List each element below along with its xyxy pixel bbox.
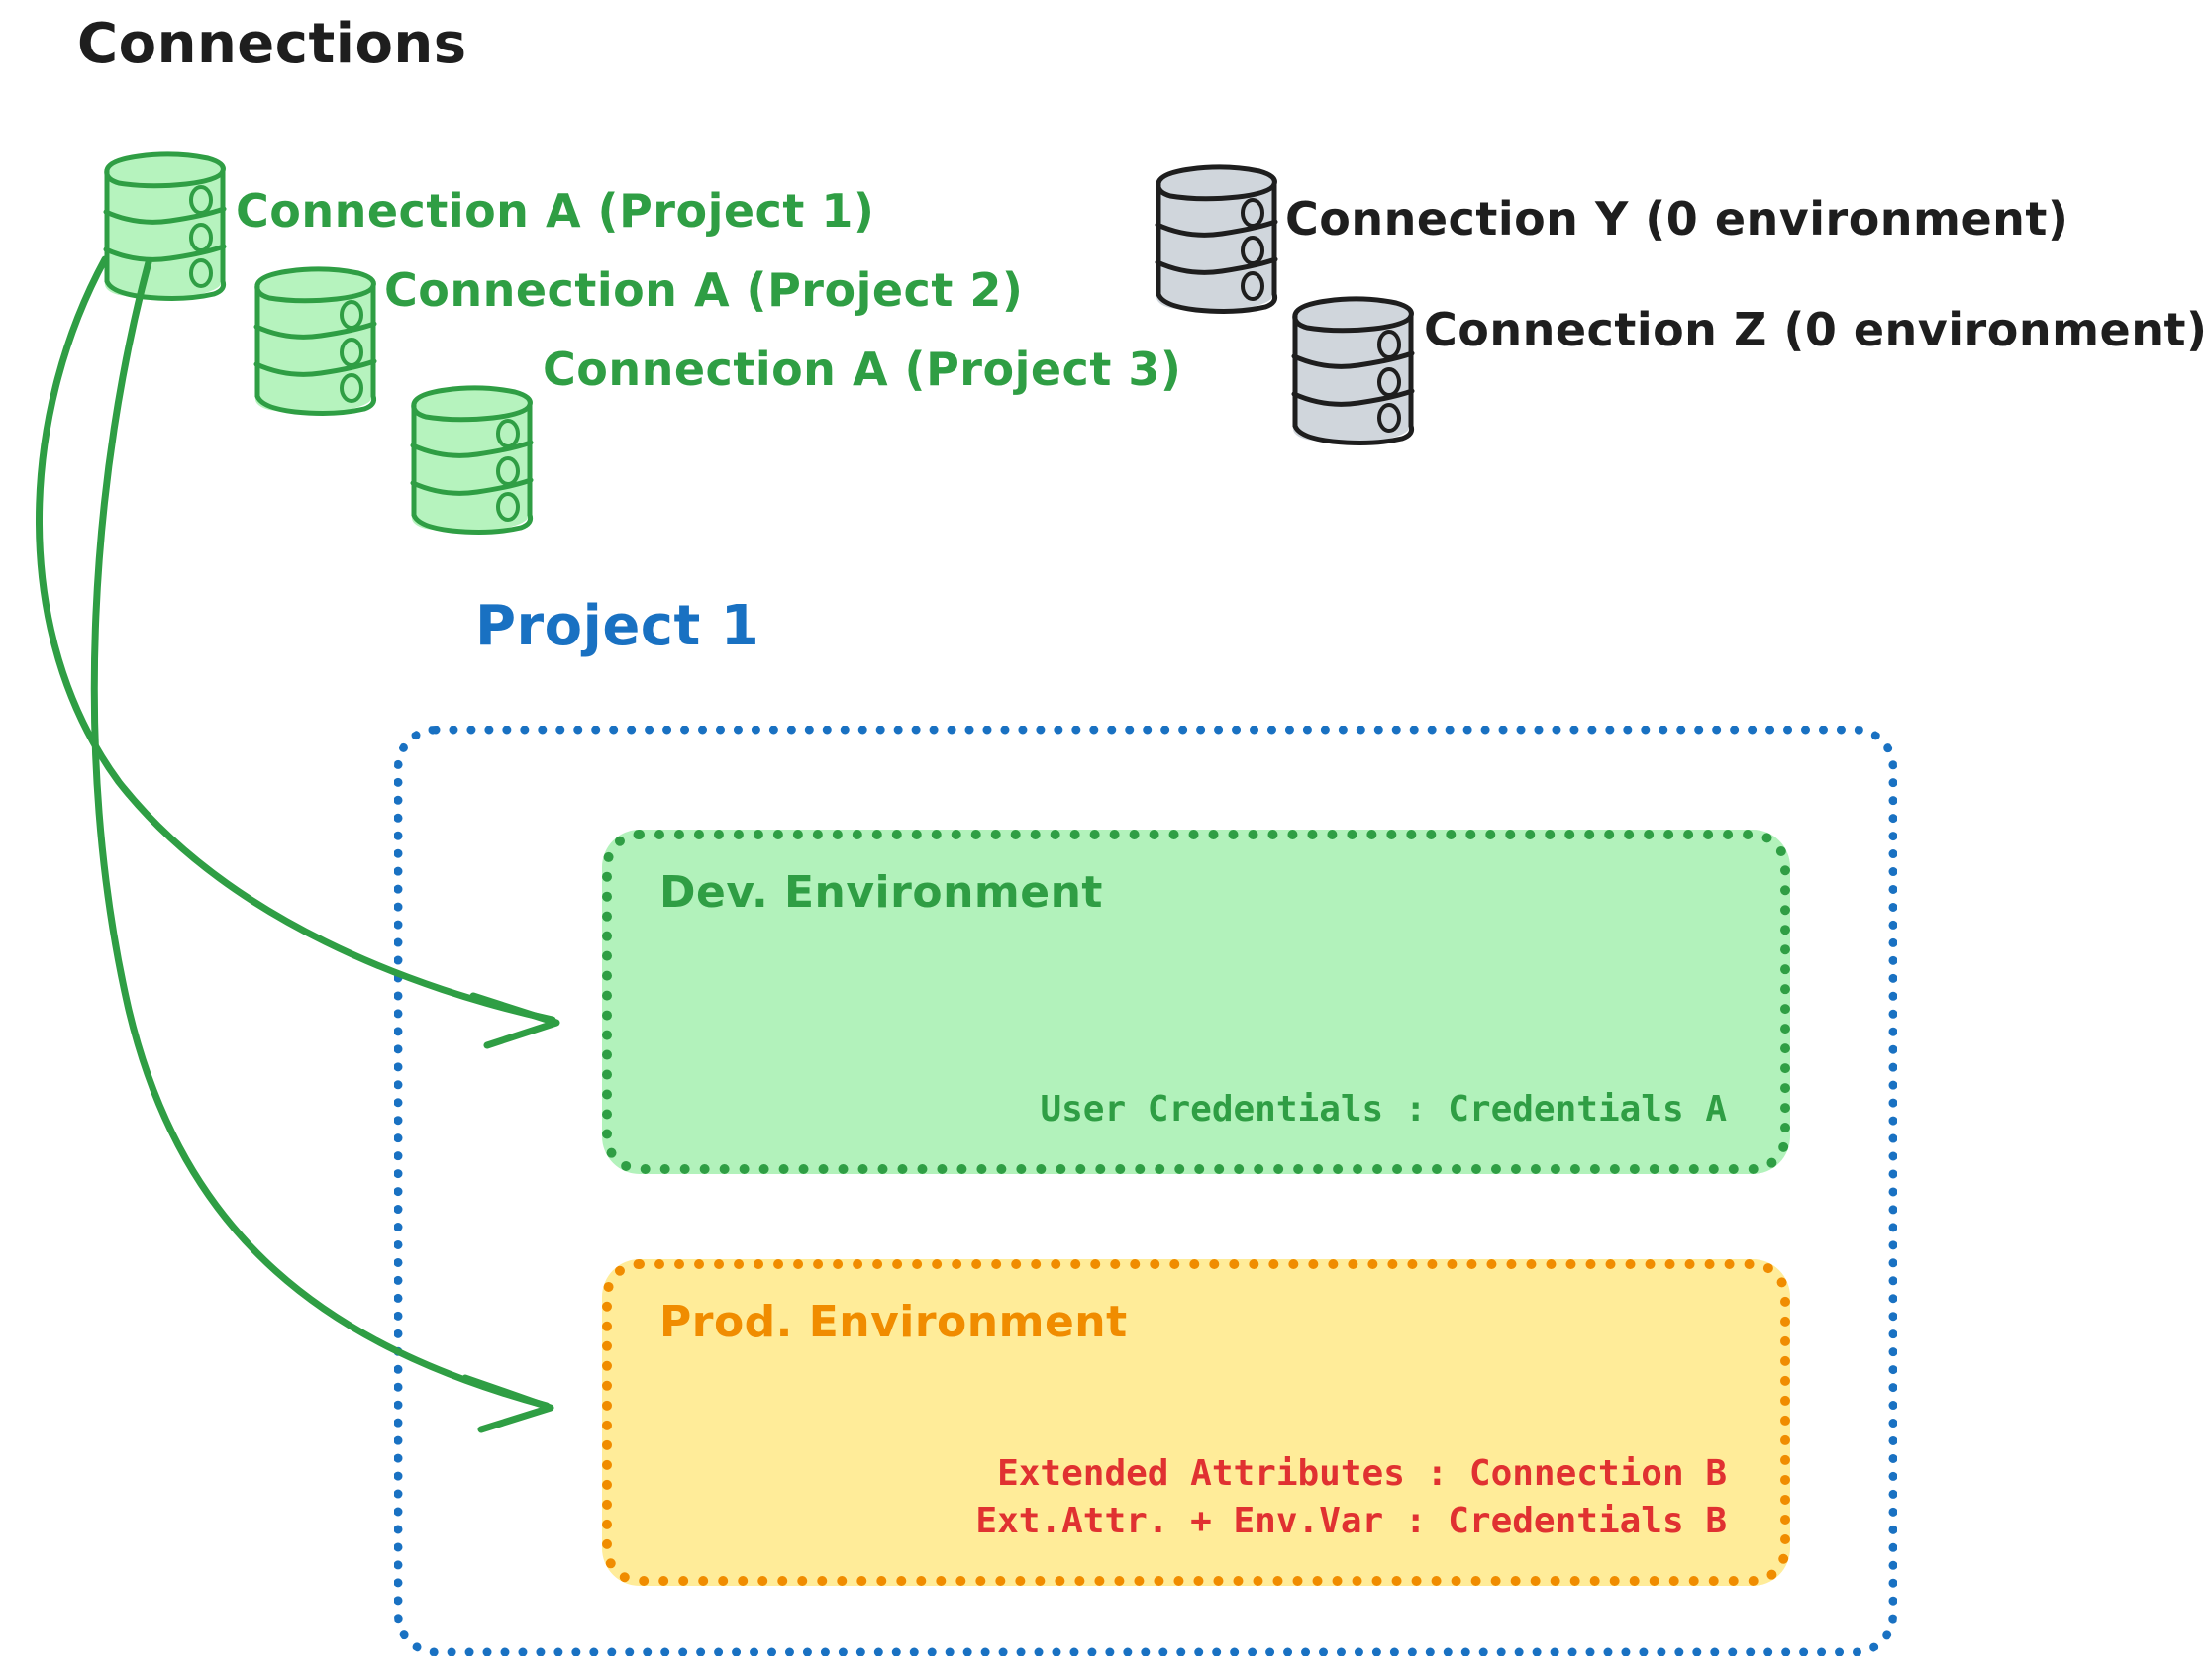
connection-label-y: Connection Y (0 environment)	[1285, 192, 2069, 246]
page-title: Connections	[77, 12, 467, 76]
dev-environment-details: User Credentials : Credentials A	[1040, 1086, 1727, 1134]
database-icon	[402, 374, 541, 542]
database-icon	[1283, 285, 1422, 453]
connection-label-a-project-3: Connection A (Project 3)	[543, 343, 1182, 396]
connection-label-a-project-1: Connection A (Project 1)	[236, 184, 875, 238]
dev-detail-line: User Credentials : Credentials A	[1040, 1089, 1727, 1131]
database-icon	[95, 141, 234, 309]
dev-environment-box: Dev. Environment User Credentials : Cred…	[602, 830, 1790, 1174]
database-icon	[1147, 153, 1285, 322]
connection-label-a-project-2: Connection A (Project 2)	[384, 263, 1024, 317]
prod-detail-line: Extended Attributes : Connection B	[997, 1452, 1727, 1494]
prod-environment-box: Prod. Environment Extended Attributes : …	[602, 1259, 1790, 1586]
prod-environment-title: Prod. Environment	[659, 1297, 1128, 1347]
project-label: Project 1	[475, 594, 760, 658]
prod-environment-details: Extended Attributes : Connection B Ext.A…	[975, 1450, 1727, 1546]
dev-environment-title: Dev. Environment	[659, 867, 1103, 918]
prod-detail-line: Ext.Attr. + Env.Var : Credentials B	[975, 1501, 1727, 1542]
database-icon	[246, 255, 384, 424]
connection-label-z: Connection Z (0 environment)	[1424, 303, 2208, 356]
